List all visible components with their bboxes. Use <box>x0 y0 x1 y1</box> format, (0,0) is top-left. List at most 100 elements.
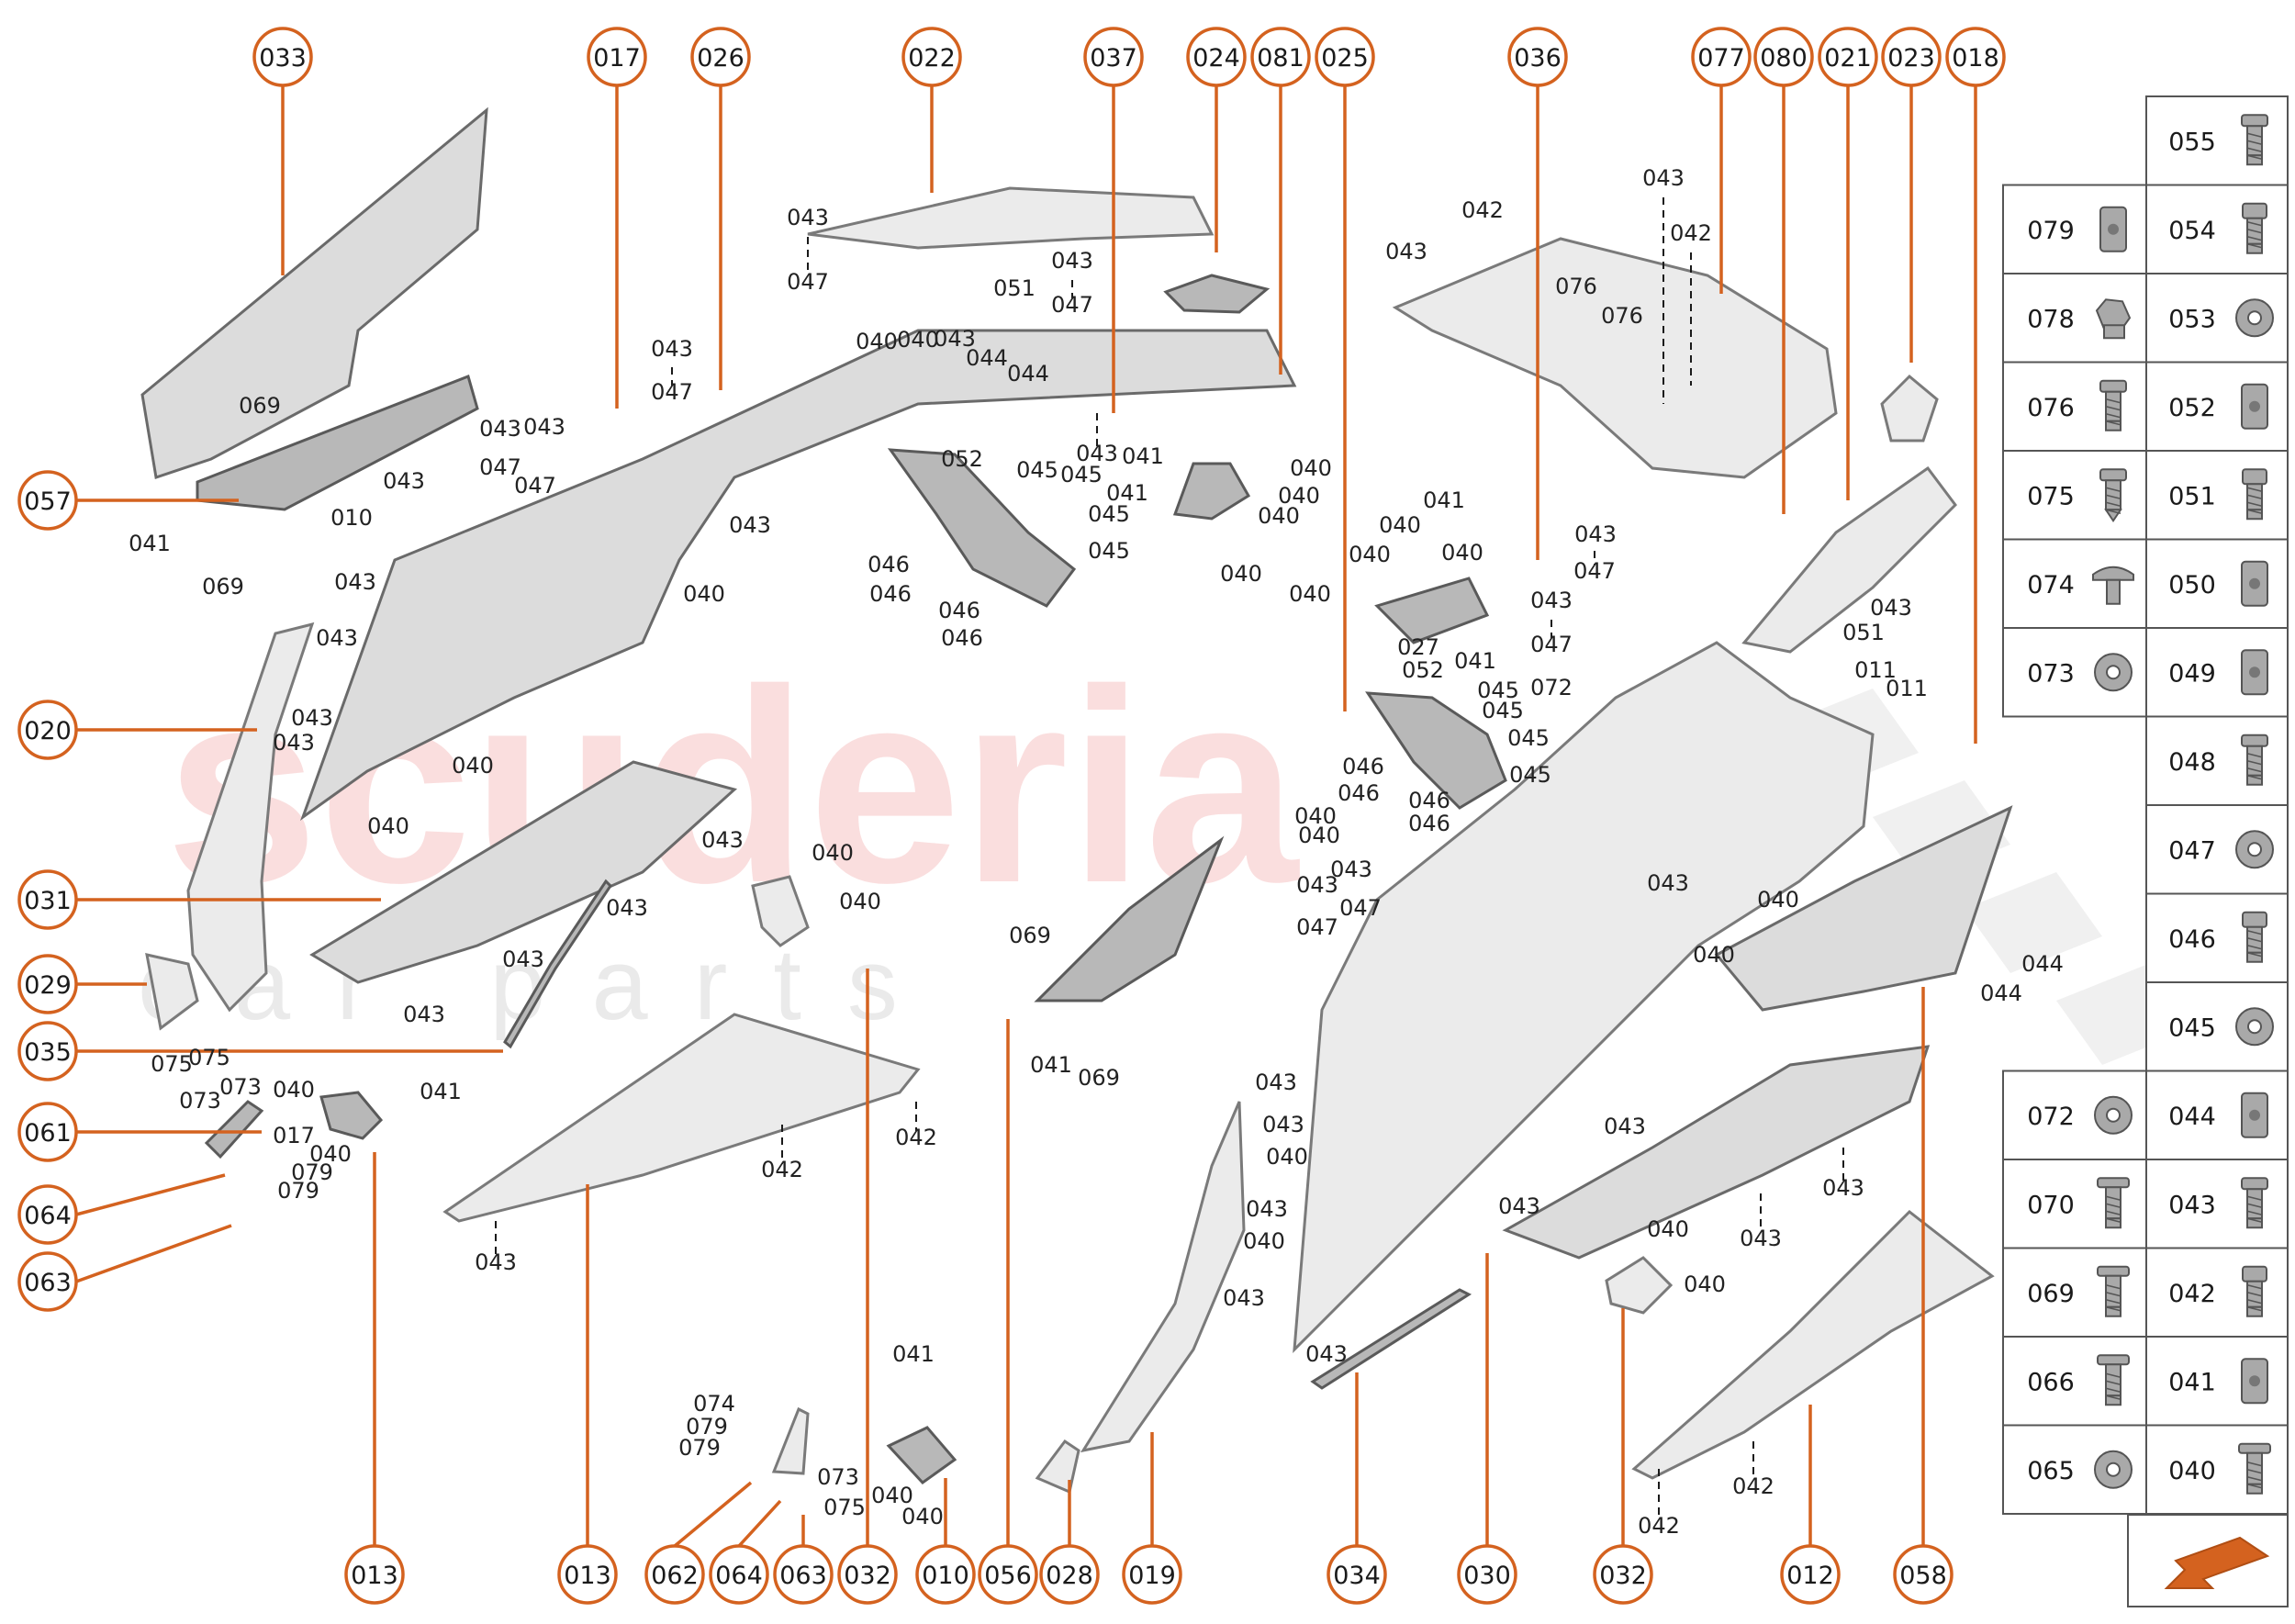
callout-013[interactable]: 013 <box>557 1544 618 1605</box>
legend-item-073[interactable]: 073 <box>2002 627 2147 718</box>
part-number-label: 040 <box>1289 581 1331 607</box>
callout-036[interactable]: 036 <box>1507 27 1568 87</box>
callout-064[interactable]: 064 <box>17 1184 78 1245</box>
callout-024[interactable]: 024 <box>1186 27 1247 87</box>
legend-item-045[interactable]: 045 <box>2145 981 2289 1072</box>
callout-081[interactable]: 081 <box>1250 27 1311 87</box>
legend-item-051[interactable]: 051 <box>2145 450 2289 541</box>
legend-item-049[interactable]: 049 <box>2145 627 2289 718</box>
part-number-label: 044 <box>1980 980 2022 1006</box>
callout-012[interactable]: 012 <box>1780 1544 1841 1605</box>
callout-label: 081 <box>1257 44 1304 73</box>
callout-064[interactable]: 064 <box>709 1544 769 1605</box>
callout-label: 030 <box>1463 1562 1511 1590</box>
legend-item-050[interactable]: 050 <box>2145 538 2289 629</box>
legend-item-079[interactable]: 079 <box>2002 184 2147 274</box>
legend-item-055[interactable]: 055 <box>2145 95 2289 186</box>
direction-arrow[interactable] <box>2127 1514 2289 1607</box>
legend-item-054[interactable]: 054 <box>2145 184 2289 274</box>
part-022-duct <box>807 186 1215 250</box>
part-018-fender <box>1293 641 1875 1353</box>
callout-028[interactable]: 028 <box>1039 1544 1100 1605</box>
legend-item-053[interactable]: 053 <box>2145 273 2289 364</box>
part-number-label: 043 <box>273 730 315 756</box>
legend-item-069[interactable]: 069 <box>2002 1247 2147 1338</box>
callout-035[interactable]: 035 <box>17 1021 78 1081</box>
callout-021[interactable]: 021 <box>1818 27 1878 87</box>
callout-031[interactable]: 031 <box>17 869 78 930</box>
legend-item-040[interactable]: 040 <box>2145 1424 2289 1515</box>
callout-033[interactable]: 033 <box>252 27 313 87</box>
part-number-label: 047 <box>514 473 556 498</box>
callout-062[interactable]: 062 <box>644 1544 705 1605</box>
legend-label: 050 <box>2168 571 2216 599</box>
callout-ring <box>587 27 647 87</box>
callout-026[interactable]: 026 <box>690 27 751 87</box>
callout-077[interactable]: 077 <box>1691 27 1752 87</box>
part-number-label: 043 <box>1255 1070 1297 1095</box>
callout-025[interactable]: 025 <box>1315 27 1375 87</box>
callout-056[interactable]: 056 <box>978 1544 1038 1605</box>
part-number-label: 073 <box>179 1088 221 1114</box>
callout-080[interactable]: 080 <box>1753 27 1814 87</box>
part-number-label: 045 <box>1509 762 1551 788</box>
callout-013[interactable]: 013 <box>344 1544 405 1605</box>
part-032-cover-right <box>1605 1256 1674 1315</box>
callout-023[interactable]: 023 <box>1881 27 1942 87</box>
part-number-label: 079 <box>678 1435 721 1461</box>
legend-cell <box>2145 450 2289 541</box>
callout-022[interactable]: 022 <box>901 27 962 87</box>
callout-020[interactable]: 020 <box>17 700 78 760</box>
legend-item-072[interactable]: 072 <box>2002 1070 2147 1160</box>
callout-label: 022 <box>908 44 956 73</box>
hex-cap-icon <box>2095 298 2132 340</box>
legend-item-043[interactable]: 043 <box>2145 1159 2289 1249</box>
legend-item-074[interactable]: 074 <box>2002 538 2147 629</box>
callout-label: 010 <box>922 1562 969 1590</box>
legend-item-041[interactable]: 041 <box>2145 1336 2289 1427</box>
callout-063[interactable]: 063 <box>773 1544 834 1605</box>
legend-cell <box>2145 95 2289 186</box>
legend-item-070[interactable]: 070 <box>2002 1159 2147 1249</box>
legend-item-046[interactable]: 046 <box>2145 892 2289 983</box>
push-rivet-icon <box>2092 566 2134 605</box>
callout-058[interactable]: 058 <box>1893 1544 1954 1605</box>
legend-cell <box>2145 184 2289 274</box>
callout-037[interactable]: 037 <box>1083 27 1144 87</box>
part-number-label: 040 <box>1647 1216 1689 1242</box>
part-number-label: 040 <box>683 581 725 607</box>
part-number-label: 047 <box>1573 558 1616 584</box>
legend-item-066[interactable]: 066 <box>2002 1336 2147 1427</box>
callout-063[interactable]: 063 <box>17 1251 78 1312</box>
legend-item-048[interactable]: 048 <box>2145 715 2289 806</box>
callout-label: 064 <box>715 1562 763 1590</box>
part-077-shroud <box>1392 237 1838 479</box>
callout-ring <box>1818 27 1878 87</box>
legend-item-052[interactable]: 052 <box>2145 361 2289 452</box>
legend-item-076[interactable]: 076 <box>2002 361 2147 452</box>
callout-030[interactable]: 030 <box>1457 1544 1517 1605</box>
callout-032[interactable]: 032 <box>837 1544 898 1605</box>
legend-item-047[interactable]: 047 <box>2145 804 2289 895</box>
callout-ring <box>1691 27 1752 87</box>
callout-061[interactable]: 061 <box>17 1102 78 1162</box>
callout-label: 023 <box>1887 44 1935 73</box>
legend-item-044[interactable]: 044 <box>2145 1070 2289 1160</box>
callout-017[interactable]: 017 <box>587 27 647 87</box>
callout-018[interactable]: 018 <box>1945 27 2006 87</box>
callout-019[interactable]: 019 <box>1122 1544 1182 1605</box>
part-number-label: 040 <box>1290 455 1332 481</box>
callout-029[interactable]: 029 <box>17 954 78 1014</box>
legend-item-075[interactable]: 075 <box>2002 450 2147 541</box>
callout-057[interactable]: 057 <box>17 470 78 531</box>
legend-cell <box>2002 450 2147 541</box>
callout-ring <box>1327 1544 1387 1605</box>
legend-item-042[interactable]: 042 <box>2145 1247 2289 1338</box>
legend-item-078[interactable]: 078 <box>2002 273 2147 364</box>
part-number-label: 044 <box>2021 951 2064 977</box>
callout-034[interactable]: 034 <box>1327 1544 1387 1605</box>
callout-032[interactable]: 032 <box>1593 1544 1653 1605</box>
legend-item-065[interactable]: 065 <box>2002 1424 2147 1515</box>
part-057-grille <box>196 375 479 511</box>
callout-010[interactable]: 010 <box>915 1544 976 1605</box>
